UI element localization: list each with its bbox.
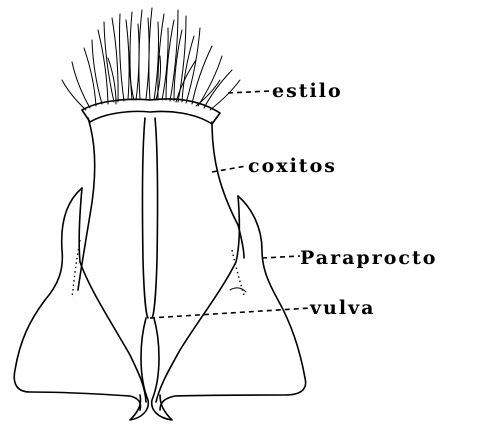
bristle (108, 58, 116, 104)
bristle (126, 20, 129, 100)
right-coxito-inner (152, 118, 158, 318)
bristle (178, 16, 186, 102)
estilo-leader (228, 91, 270, 93)
bristle (196, 80, 220, 106)
bristle (149, 8, 152, 100)
bristle (192, 46, 212, 104)
bristle (210, 80, 240, 110)
label-estilo: estilo (272, 80, 343, 102)
bristle (120, 14, 125, 101)
left-paraproct (14, 188, 140, 410)
left-coxito-inner (142, 118, 148, 318)
bristle (182, 36, 194, 102)
estilo-bristles (62, 8, 240, 110)
bristle (139, 10, 142, 99)
paraprocto-leader (262, 256, 300, 258)
right-paraproct-inner (156, 196, 239, 402)
bristle (62, 80, 86, 110)
label-vulva: vulva (309, 297, 375, 319)
label-coxitos: coxitos (248, 155, 337, 177)
bristle (92, 40, 102, 104)
bristle (72, 62, 90, 108)
estilo-base (82, 99, 220, 124)
bristle (84, 48, 96, 106)
vulva-left-tip (130, 318, 148, 420)
label-paraprocto: Paraprocto (300, 247, 437, 269)
right-paraproct (160, 196, 306, 410)
small-mark (230, 288, 246, 292)
